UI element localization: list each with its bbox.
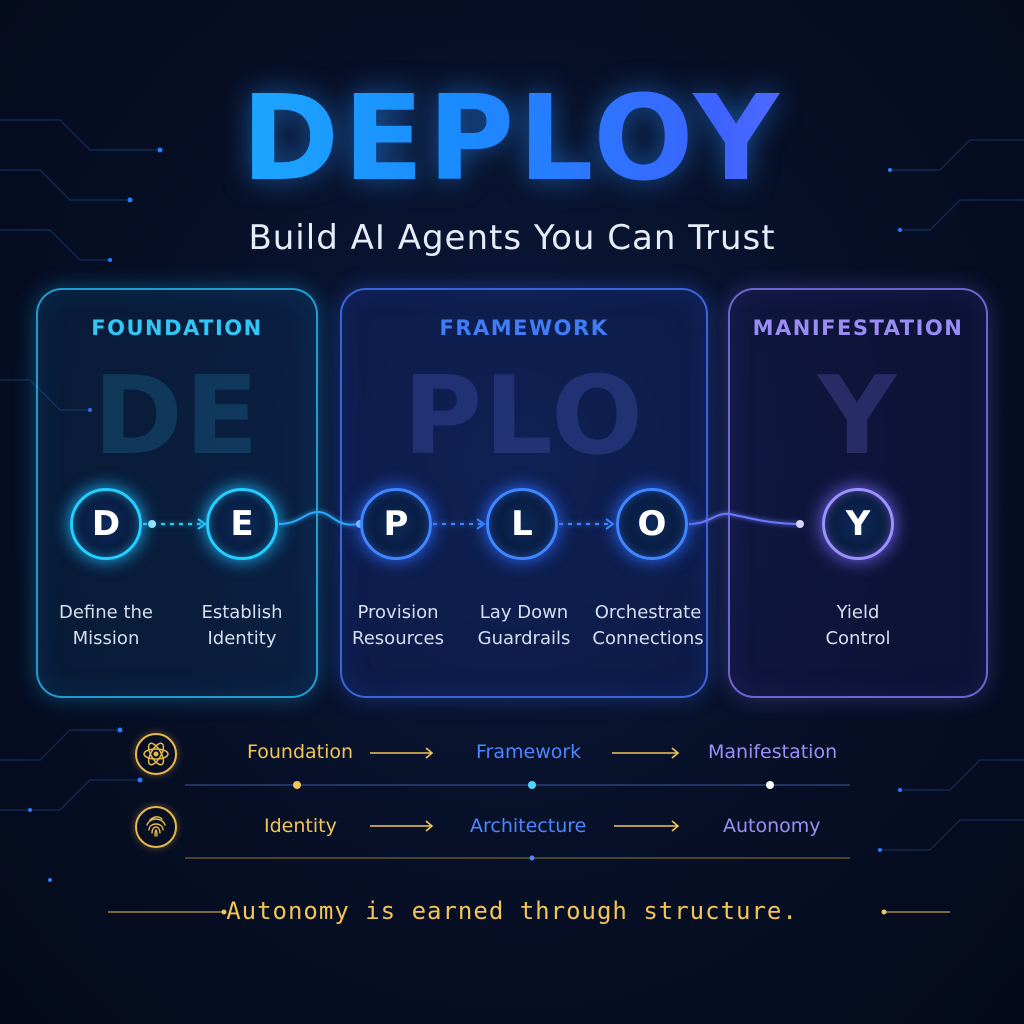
legend-framework: Framework [476, 741, 582, 763]
legend-architecture: Architecture [470, 815, 587, 837]
step-line: Define the [58, 602, 154, 623]
step-line: Lay Down [479, 602, 569, 623]
legend-dot [529, 855, 535, 861]
page-subtitle: Build AI Agents You Can Trust [248, 218, 776, 258]
panel-label-foundation: FOUNDATION [91, 316, 263, 340]
step-line: Establish [201, 602, 283, 623]
arrow-head [476, 518, 486, 530]
step-line: Mission [72, 628, 140, 649]
ghost-letters-framework: PLO [403, 354, 645, 479]
ghost-letters-manifestation: Y [817, 354, 899, 479]
connector-o-y [688, 512, 801, 525]
panel-label-framework: FRAMEWORK [439, 316, 609, 340]
node-d: D [70, 488, 142, 560]
step-caption-p: Provision Resources [328, 600, 468, 652]
step-caption-o: Orchestrate Connections [578, 600, 718, 652]
panel-foundation: FOUNDATION DE [36, 288, 318, 698]
tagline: Autonomy is earned through structure. [226, 897, 798, 925]
fingerprint-icon [135, 806, 177, 848]
node-p: P [360, 488, 432, 560]
legend-dot [293, 781, 301, 789]
legend-autonomy: Autonomy [723, 815, 821, 837]
legend-foundation: Foundation [247, 741, 354, 763]
step-caption-d: Define the Mission [36, 600, 176, 652]
node-l: L [486, 488, 558, 560]
step-line: Resources [352, 628, 444, 649]
page-title: DEPLOY [0, 68, 1024, 208]
connector-dot [796, 520, 804, 528]
node-e: E [206, 488, 278, 560]
connector-dot [148, 520, 156, 528]
legend-dot [766, 781, 774, 789]
step-line: Yield [836, 602, 880, 623]
step-line: Provision [357, 602, 439, 623]
step-line: Orchestrate [594, 602, 702, 623]
step-caption-l: Lay Down Guardrails [454, 600, 594, 652]
connector-e-p [278, 510, 359, 526]
arrow-head [605, 518, 615, 530]
legend-manifestation: Manifestation [708, 741, 838, 763]
ghost-letters-foundation: DE [93, 354, 261, 479]
legend-identity: Identity [264, 815, 337, 837]
node-o: O [616, 488, 688, 560]
step-caption-e: Establish Identity [172, 600, 312, 652]
step-caption-y: Yield Control [788, 600, 928, 652]
legend-dot [528, 781, 536, 789]
step-line: Connections [592, 628, 704, 649]
panel-label-manifestation: MANIFESTATION [752, 316, 964, 340]
node-y: Y [822, 488, 894, 560]
step-line: Identity [207, 628, 277, 649]
arrow-head [197, 518, 207, 530]
step-line: Control [825, 628, 891, 649]
atom-icon [135, 733, 177, 775]
step-line: Guardrails [477, 628, 571, 649]
